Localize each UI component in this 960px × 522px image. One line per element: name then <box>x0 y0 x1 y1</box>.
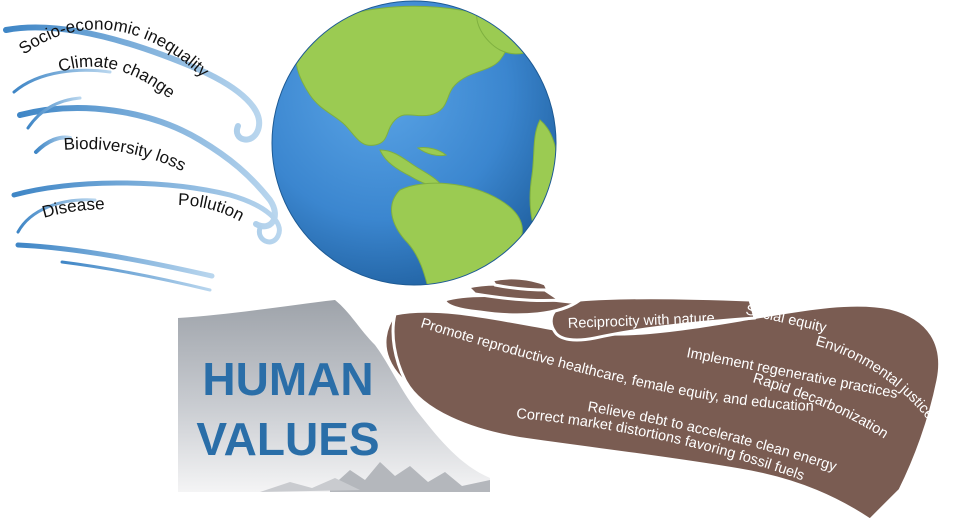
wind-swirl <box>60 260 212 292</box>
label-reciprocity-with-nature: Reciprocity with nature <box>568 311 715 332</box>
human-values-line2: VALUES <box>196 413 379 465</box>
label-disease: Disease <box>40 194 105 222</box>
hand-palm <box>391 303 942 522</box>
label-biodiversity-loss: Biodiversity loss <box>63 134 189 175</box>
human-values-line1: HUMAN <box>202 353 373 405</box>
mountain-silhouette-icon <box>178 300 490 492</box>
hand-finger <box>490 276 550 292</box>
open-hand-icon <box>383 276 942 522</box>
caribbean-islands <box>416 147 448 157</box>
wind-swirl <box>34 135 72 154</box>
label-climate-change: Climate change <box>56 52 179 102</box>
earth-globe-icon <box>271 0 557 286</box>
wind-swirl <box>11 180 282 245</box>
north-america-landmass <box>295 5 509 146</box>
wind-swirl <box>16 198 97 234</box>
wind-swirl <box>12 68 112 94</box>
wind-swirls-icon <box>3 24 282 292</box>
wind-swirl <box>3 24 263 143</box>
wind-swirl <box>15 242 215 279</box>
wind-swirl <box>26 96 82 130</box>
